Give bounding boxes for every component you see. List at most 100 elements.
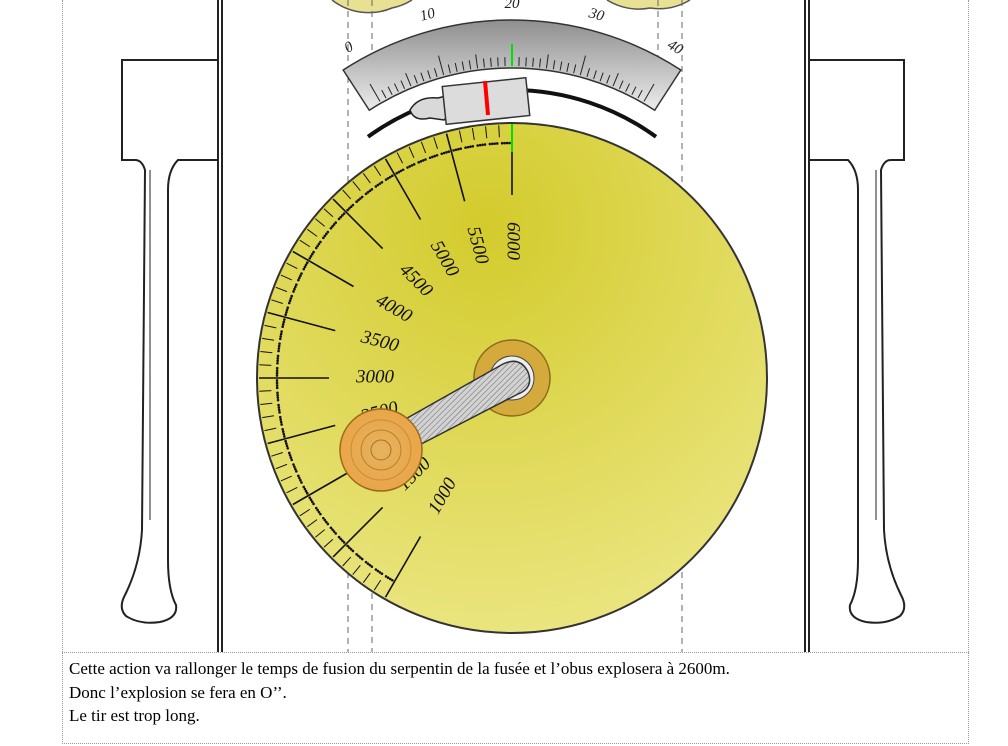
fuse-dial-dot	[370, 565, 374, 568]
fuse-dial-dot	[277, 406, 281, 409]
fuse-dial-tick	[352, 181, 361, 192]
fuse-dial-dot	[388, 577, 392, 581]
fuse-dial-dot	[399, 169, 403, 173]
range-scale-tick	[573, 64, 577, 74]
fuse-dial-dot	[276, 354, 280, 358]
fuse-dial-dot	[368, 189, 372, 193]
range-scale-tick	[579, 55, 586, 76]
fuse-dial-dot	[331, 528, 334, 531]
fuse-dial-tick	[307, 228, 318, 237]
fuse-dial-dot	[478, 143, 482, 147]
fuse-dial-dot	[391, 578, 394, 582]
fuse-dial-dot	[370, 188, 374, 191]
fuse-dial-dot	[312, 502, 315, 506]
fuse-dial-dot	[275, 384, 279, 387]
fuse-dial-dot	[275, 369, 279, 372]
fuse-dial-dot	[342, 212, 346, 215]
fuse-dial-dot	[277, 403, 280, 407]
fuse-dial-dot	[298, 476, 301, 480]
fuse-dial-dot	[305, 492, 309, 495]
range-scale-tick	[381, 89, 387, 99]
fuse-dial-dot	[442, 151, 446, 155]
fuse-dial-tick	[342, 556, 352, 567]
fuse-dial-dot	[316, 244, 319, 248]
fuse-dial-dot	[285, 308, 289, 312]
fuse-dial-dot	[417, 161, 420, 164]
fuse-dial-label: 3000	[355, 366, 395, 387]
fuse-dial-tick	[332, 506, 384, 558]
fuse-dial-dot	[445, 151, 448, 154]
fuse-dial-dot	[483, 143, 487, 146]
fuse-dial-dot	[428, 156, 432, 160]
fuse-dial-tick	[292, 250, 354, 288]
fuse-dial-dot	[334, 221, 338, 224]
fuse-dial-tick	[262, 337, 275, 341]
fuse-dial-dot	[452, 149, 455, 152]
fuse-dial-dot	[341, 214, 344, 217]
range-scale-tick	[539, 58, 542, 68]
fuse-dial-tick	[352, 564, 361, 575]
fuse-dial-dot	[290, 294, 294, 298]
fuse-dial-dot	[286, 446, 290, 450]
fuse-dial-dot	[491, 142, 494, 146]
fuse-dial-dot	[408, 165, 412, 168]
fuse-dial-dot	[326, 230, 330, 234]
caption-line-1: Cette action va rallonger le temps de fu…	[69, 659, 730, 678]
fuse-dial-dot	[334, 532, 338, 535]
range-scale-tick	[631, 86, 637, 96]
fuse-dial-dot	[279, 335, 283, 338]
fuse-dial-dot	[329, 526, 333, 530]
fuse-dial-dot	[312, 250, 315, 254]
fuse-dial-tick	[260, 351, 273, 354]
fuse-dial-dot	[337, 217, 341, 221]
fuse-dial-dot	[395, 171, 398, 175]
fuse-dial-dot	[481, 143, 484, 147]
fuse-dial-dot	[421, 159, 425, 162]
fuse-dial-dot	[280, 423, 283, 426]
fuse-dial-dot	[419, 160, 423, 163]
fuse-dial-tick	[315, 529, 326, 538]
fuse-dial-dot	[488, 142, 492, 146]
fuse-dial-dot	[289, 456, 293, 459]
fuse-dial-dot	[298, 276, 301, 280]
fuse-dial-dot	[355, 200, 358, 204]
range-scale-tick	[586, 68, 591, 78]
range-scale-tick	[369, 83, 381, 102]
fuse-dial-dot	[277, 344, 281, 348]
fuse-dial-dot	[278, 411, 281, 414]
fuse-dial-dot	[459, 147, 463, 150]
fuse-dial-tick	[271, 299, 283, 305]
fuse-dial-dot	[323, 518, 327, 522]
fuse-dial-dot	[319, 512, 322, 516]
range-scale-tick	[566, 62, 570, 72]
fuse-dial-dot	[329, 226, 333, 230]
range-scale-tick	[559, 61, 563, 71]
range-scale-tick	[420, 72, 425, 82]
fuse-dial-dot	[292, 463, 295, 466]
fuse-dial-dot	[300, 272, 303, 275]
fuse-dial-dot	[316, 508, 319, 512]
range-scale-label: 0	[342, 39, 357, 57]
fuse-dial-dot	[360, 557, 364, 561]
fuse-dial-tick	[342, 189, 352, 200]
fuse-dial-dot	[275, 379, 279, 382]
fuse-dial-dot	[281, 325, 284, 329]
fuse-dial-dot	[331, 225, 334, 228]
fuse-dial-dot	[303, 265, 307, 269]
fuse-dial-dot	[302, 267, 306, 271]
fuse-dial-tick	[275, 463, 288, 470]
fuse-dial-dot	[278, 415, 282, 419]
fuse-dial-dot	[281, 427, 284, 431]
fuse-dial-dot	[357, 554, 360, 558]
fuse-dial-dot	[276, 398, 280, 402]
fuse-dial-dot	[293, 287, 296, 291]
fuse-dial-dot	[341, 539, 344, 542]
range-scale-tick	[427, 70, 431, 80]
fuse-dial-dot	[317, 510, 321, 514]
range-scale-tick	[438, 55, 445, 76]
fuse-dial-dot	[276, 391, 279, 395]
fuse-dial-dot	[386, 576, 390, 580]
fuse-dial-dot	[374, 185, 378, 188]
fuse-dial-tick	[332, 198, 384, 250]
range-scale-tick	[532, 57, 534, 67]
